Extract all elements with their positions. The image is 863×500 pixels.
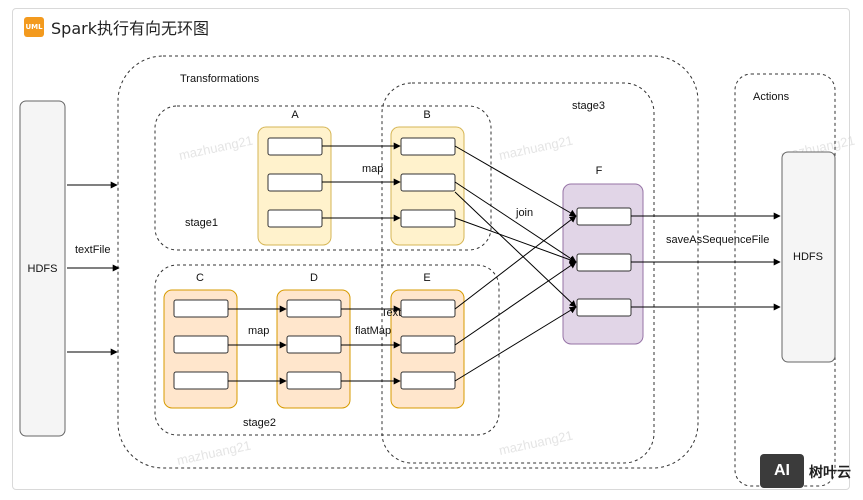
partition — [286, 371, 342, 390]
flatmap-label: flatMap — [355, 325, 391, 337]
partition — [576, 207, 632, 226]
partition — [267, 173, 323, 192]
brand-name: 树叶云 — [809, 465, 851, 481]
map-label-ab: map — [362, 163, 383, 175]
transformations-label: Transformations — [180, 73, 260, 85]
map-label-cd: map — [248, 325, 269, 337]
save-label: saveAsSequenceFile — [666, 234, 769, 246]
edge-arrow — [454, 191, 577, 308]
watermark-text: mazhuang21 — [178, 133, 255, 163]
partition — [286, 299, 342, 318]
stage2-label: stage2 — [243, 417, 276, 429]
rdd-e-label: E — [423, 272, 430, 284]
hdfs-sink-label: HDFS — [793, 251, 823, 263]
edge-arrow — [454, 215, 577, 310]
join-label: join — [515, 207, 533, 219]
rdd-d-label: D — [310, 272, 318, 284]
partition — [400, 209, 456, 228]
stage3-label: stage3 — [572, 100, 605, 112]
text-partial-label: Text — [381, 307, 401, 319]
rdd-b — [390, 126, 465, 246]
partition — [400, 299, 456, 318]
partition — [267, 137, 323, 156]
stage3-group — [381, 82, 655, 464]
rdd-f-label: F — [596, 165, 603, 177]
rdd-c — [163, 289, 238, 409]
partition — [400, 371, 456, 390]
textfile-label: textFile — [75, 244, 110, 256]
brand-logo-icon: AI — [760, 454, 804, 488]
stage1-label: stage1 — [185, 217, 218, 229]
watermark-text: mazhuang21 — [498, 428, 575, 458]
partition — [400, 335, 456, 354]
watermark-text: mazhuang21 — [176, 438, 253, 468]
partition — [576, 298, 632, 317]
partition — [576, 253, 632, 272]
edge-arrow — [454, 306, 577, 382]
hdfs-source-label: HDFS — [28, 263, 58, 275]
partition — [286, 335, 342, 354]
uml-icon: UML — [24, 17, 44, 37]
hdfs-sink-box — [781, 151, 836, 363]
stage1-group — [154, 105, 492, 251]
hdfs-source-box — [19, 100, 66, 437]
actions-label: Actions — [753, 91, 790, 103]
stage2-group — [154, 264, 500, 436]
edge-arrow — [454, 217, 577, 264]
rdd-b-label: B — [423, 109, 430, 121]
partition — [173, 335, 229, 354]
partition — [173, 299, 229, 318]
rdd-a-label: A — [291, 109, 299, 121]
rdd-c-label: C — [196, 272, 204, 284]
partition — [173, 371, 229, 390]
rdd-f — [562, 183, 644, 345]
rdd-e — [390, 289, 465, 409]
edges — [67, 142, 781, 385]
rdd-d — [276, 289, 351, 409]
watermark-text: mazhuang21 — [498, 133, 575, 163]
diagram-frame — [12, 8, 850, 490]
edge-arrow — [454, 181, 577, 263]
partition — [400, 173, 456, 192]
diagram-header: UML Spark执行有向无环图 — [24, 15, 209, 39]
rdd-a — [257, 126, 332, 246]
edge-arrow — [454, 261, 577, 346]
diagram-title: Spark执行有向无环图 — [51, 19, 209, 38]
partition — [267, 209, 323, 228]
edge-arrow — [454, 145, 577, 217]
partition — [400, 137, 456, 156]
